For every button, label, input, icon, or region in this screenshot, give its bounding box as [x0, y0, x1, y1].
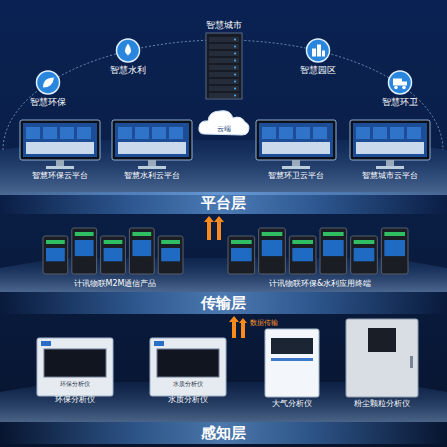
- layer-band: 传输层: [0, 292, 447, 314]
- screen-graphic: [253, 118, 339, 170]
- label-text: 智慧城市: [206, 20, 242, 31]
- analyzer-graphic: [36, 337, 114, 397]
- server-graphic: [194, 31, 254, 101]
- label-text: 云端: [217, 125, 231, 134]
- platform-screen: 智慧环保云平台: [17, 118, 103, 181]
- label-text: 智慧环保云平台: [32, 171, 88, 181]
- screen-holder: [253, 118, 339, 170]
- label-text: 计讯物联环保&水利应用终端: [269, 279, 371, 289]
- label-text: 智慧园区: [300, 65, 336, 76]
- screen-holder: [109, 118, 195, 170]
- analyzer-graphic: [149, 337, 227, 397]
- platform-screen: 智慧城市云平台: [347, 118, 433, 181]
- cloud-holder: [196, 104, 252, 144]
- screen-graphic: [109, 118, 195, 170]
- platform-floor: [0, 140, 447, 195]
- label-text: 智慧环卫云平台: [268, 171, 324, 181]
- upload-arrows: [204, 216, 247, 338]
- app-icon: 智慧园区: [293, 38, 343, 76]
- label-text: 感知层: [201, 422, 246, 444]
- app-icon: 智慧水利: [103, 38, 153, 76]
- app-icon: 智慧环保: [23, 70, 73, 108]
- app-icon: 智慧环卫: [375, 70, 425, 108]
- layer-band: 平台层: [0, 192, 447, 214]
- icon-graphic: [293, 38, 343, 64]
- icon-graphic: [23, 70, 73, 96]
- cloud-graphic: [196, 104, 252, 144]
- icon-holder: [23, 70, 73, 96]
- product-group: 计讯物联环保&水利应用终端: [225, 222, 415, 289]
- label-text: 大气分析仪: [272, 399, 312, 409]
- label-text: 智慧水利云平台: [124, 171, 180, 181]
- cabinet-graphic: [344, 318, 420, 398]
- devs-graphic: [40, 222, 190, 278]
- icon-holder: [375, 70, 425, 96]
- analyzer-device: 环保分析仪环保分析仪: [36, 337, 114, 405]
- icon-graphic: [375, 70, 425, 96]
- layer-band: 感知层: [0, 422, 447, 444]
- screen-graphic: [347, 118, 433, 170]
- platform-screen: 智慧环卫云平台: [253, 118, 339, 181]
- screen-holder: [17, 118, 103, 170]
- tall-graphic: [263, 328, 321, 398]
- icon-graphic: [103, 38, 153, 64]
- label-text: 环保分析仪: [60, 381, 90, 388]
- label-text: 传输层: [201, 292, 246, 314]
- label-text: 水质分析仪: [168, 395, 208, 405]
- label-text: 粉尘颗粒分析仪: [354, 399, 410, 409]
- cabinet-holder: [344, 318, 420, 398]
- label-text: 平台层: [201, 192, 246, 214]
- server-holder: [194, 31, 254, 101]
- label-text: 智慧环卫: [382, 97, 418, 108]
- analyzer-holder: [149, 337, 227, 397]
- label-text: 智慧环保: [30, 97, 66, 108]
- platform-screen: 智慧水利云平台: [109, 118, 195, 181]
- product-group: 计讯物联M2M通信产品: [40, 222, 190, 289]
- data-flow-note: 数据传输: [250, 318, 278, 328]
- devs-holder: [40, 222, 190, 278]
- screen-graphic: [17, 118, 103, 170]
- icon-holder: [103, 38, 153, 64]
- label-text: 智慧城市云平台: [362, 171, 418, 181]
- devs-graphic: [225, 222, 415, 278]
- devs-holder: [225, 222, 415, 278]
- label-text: 环保分析仪: [55, 395, 95, 405]
- analyzer-device: 粉尘颗粒分析仪: [344, 318, 420, 409]
- analyzer-holder: [36, 337, 114, 397]
- tall-holder: [263, 328, 321, 398]
- label-text: 水质分析仪: [173, 381, 203, 388]
- label-text: 计讯物联M2M通信产品: [74, 279, 157, 289]
- screen-holder: [347, 118, 433, 170]
- analyzer-device: 大气分析仪: [263, 328, 321, 409]
- cloud-node: 云端: [196, 104, 252, 134]
- icon-holder: [293, 38, 343, 64]
- label-text: 智慧水利: [110, 65, 146, 76]
- server-rack: 智慧城市: [194, 20, 254, 101]
- analyzer-device: 水质分析仪水质分析仪: [149, 337, 227, 405]
